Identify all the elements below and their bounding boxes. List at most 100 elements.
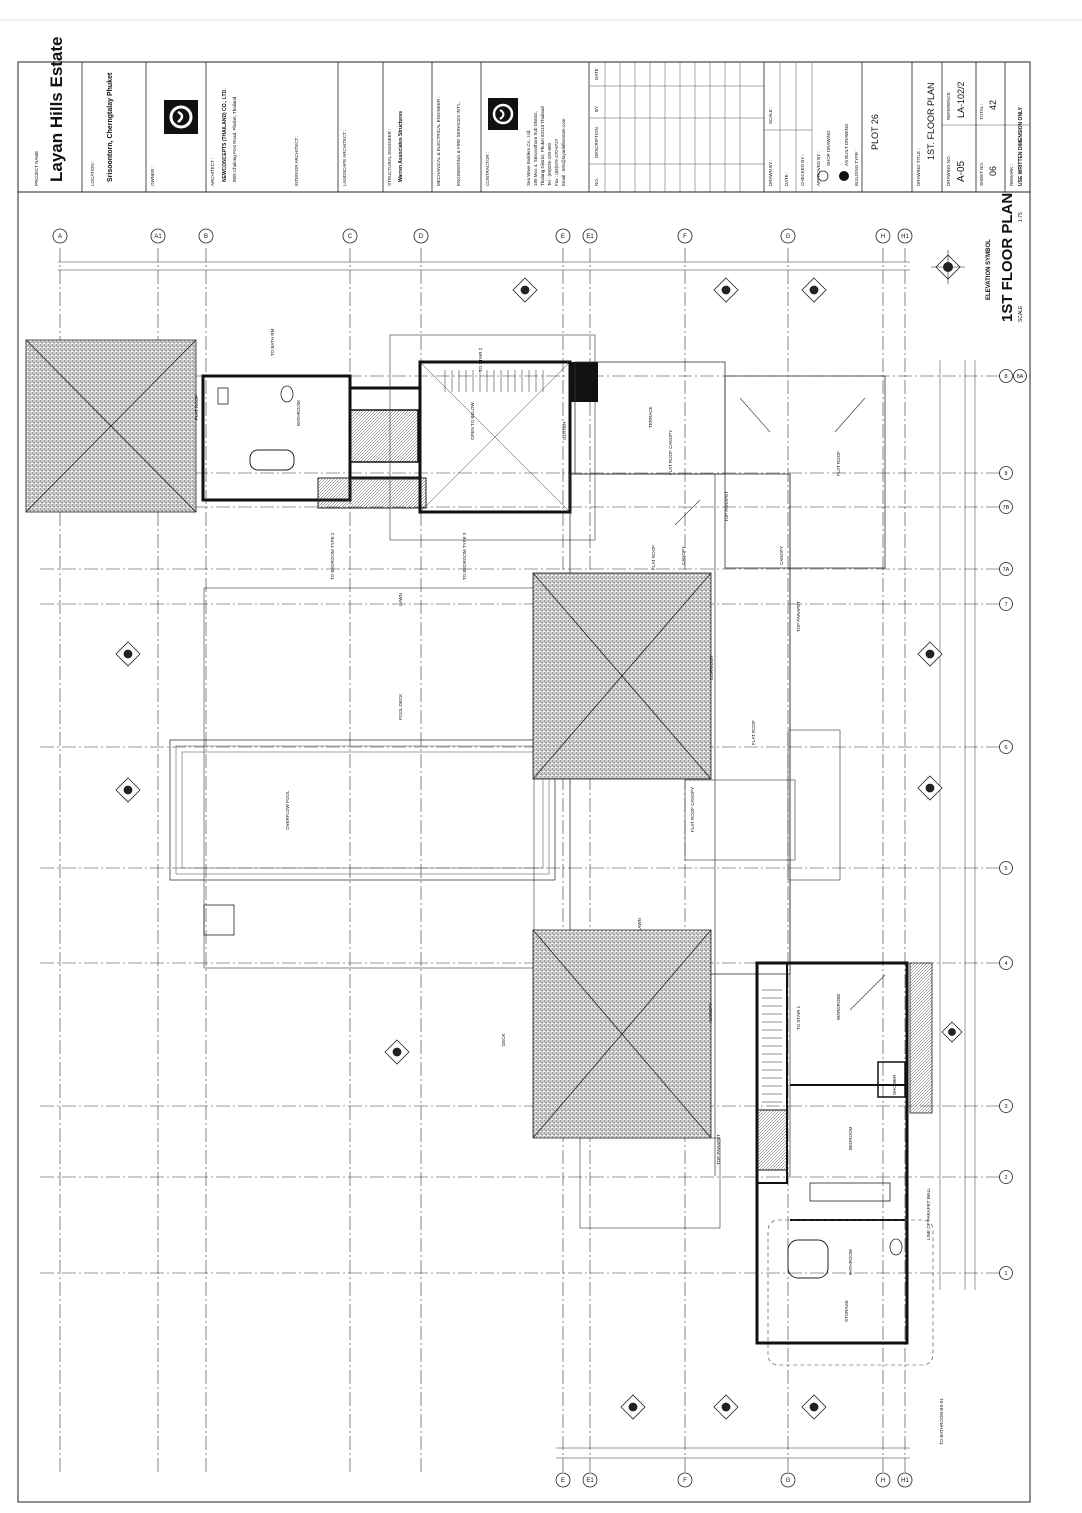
annotation-to-bedroom-type-3: TO BEDROOM TYPE 3	[462, 532, 467, 580]
elevation-symbol-legend	[931, 250, 965, 284]
architect-label: ARCHITECT :	[210, 158, 215, 186]
grid-bubble-B: B	[198, 228, 214, 244]
drawing-no: A-05	[956, 160, 967, 182]
svg-text:3: 3	[1004, 1104, 1007, 1110]
svg-text:8: 8	[1004, 374, 1007, 380]
interior-architect-label: INTERIOR ARCHITECT :	[294, 135, 299, 186]
bathtub-north	[249, 449, 295, 471]
grid-bubble-H1: H1	[897, 228, 913, 244]
svg-text:6: 6	[1004, 745, 1007, 751]
svg-text:7B: 7B	[1003, 505, 1010, 511]
grid-bubble-bottom-F: F	[677, 1472, 693, 1488]
dimension-lines	[58, 261, 976, 1459]
svg-text:7: 7	[1004, 602, 1007, 608]
sheet-no: 06	[988, 166, 998, 176]
scale-label: SCALE :	[768, 107, 773, 124]
room-label-overflow-pool: OVERFLOW POOL	[285, 790, 290, 830]
elevation-markers	[115, 277, 963, 1420]
grid-bubble-A: A	[52, 228, 68, 244]
section-marker-icon	[512, 277, 538, 303]
svg-text:2: 2	[1004, 1175, 1007, 1181]
reference-value: LA-102/2	[956, 81, 966, 118]
svg-text:A: A	[58, 234, 62, 240]
drawing-title-label: DRAWING TITLE :	[916, 148, 921, 186]
section-marker-icon	[801, 277, 827, 303]
grid-bubble-row-2: 2	[999, 1170, 1013, 1184]
grid-bubble-E1: E1	[582, 228, 598, 244]
grid-bubble-row-6: 6	[999, 740, 1013, 754]
as-built-label: AS BUILT DRAWING	[844, 123, 849, 166]
room-label-flat-roof-2: FLAT ROOF	[651, 545, 656, 570]
room-label-flat-roof-3: FLAT ROOF	[751, 720, 756, 745]
grid-bubble-row-1: 1	[999, 1266, 1013, 1280]
room-label-lawn-north: LAWN	[398, 593, 403, 606]
elevation-marker-icon	[115, 641, 141, 667]
drawing-title: 1ST. FLOOR PLAN	[926, 82, 936, 160]
grid-bubble-row-7: 7	[999, 597, 1013, 611]
svg-text:E: E	[561, 234, 565, 240]
grid-bubble-G: G	[780, 228, 796, 244]
drawn-by-label: DRAWN BY :	[768, 159, 773, 186]
svg-text:7A: 7A	[1003, 567, 1010, 573]
annotation-to-stair-1: TO STAIR 1	[796, 1005, 801, 1030]
owner-label: OWNER :	[150, 166, 155, 186]
annotation-to-bath-rm: TO BATH RM	[270, 328, 275, 356]
as-built-radio	[839, 171, 849, 181]
elevation-marker-icon	[115, 777, 141, 803]
revision-no-header: NO.	[594, 178, 599, 186]
grid-bubble-bottom-E1: E1	[582, 1472, 598, 1488]
grid-bubble-row-8A: 8A	[1013, 369, 1027, 383]
grid-bubble-A1: A1	[150, 228, 166, 244]
svg-text:G: G	[786, 1478, 791, 1484]
revision-date-header: DATE	[594, 68, 599, 80]
svg-text:H1: H1	[901, 1478, 909, 1484]
room-label-bathroom-south: BATHROOM	[848, 1249, 853, 1275]
open-to-below	[418, 360, 572, 514]
room-label-open-to-below: OPEN TO BELOW	[470, 402, 475, 440]
svg-text:8: 8	[1004, 471, 1007, 477]
grid-bubble-E: E	[555, 228, 571, 244]
revision-description-header: DESCRIPTION	[594, 127, 599, 158]
room-label-lawn-south: LAWN	[637, 918, 642, 931]
svg-text:A1: A1	[154, 234, 162, 240]
stair-landing-north	[570, 362, 598, 402]
section-marker-icon	[620, 1394, 646, 1420]
drawing-no-label: DRAWING NO.	[946, 155, 951, 186]
plan-scale: 1:75	[1018, 212, 1024, 222]
elevation-symbol-title: ELEVATION SYMBOL	[986, 239, 992, 300]
elevation-marker-icon	[917, 641, 943, 667]
grid-bubble-row-7B: 7B	[999, 500, 1013, 514]
svg-text:E1: E1	[586, 234, 594, 240]
engineering-fire-label: ENGINEERING & FIRE SERVICES INT'L.	[456, 102, 461, 186]
svg-text:C: C	[348, 234, 353, 240]
plan-scale-label: SCALE	[1018, 305, 1024, 322]
room-label-terrace: TERRACE	[648, 406, 653, 428]
plan-title: 1ST FLOOR PLAN	[999, 193, 1016, 322]
total-label: TOTAL :	[979, 104, 984, 120]
section-marker-icon	[941, 1021, 963, 1043]
annotation-canopy-2: CANOPY	[779, 546, 784, 565]
bathtub-south	[787, 1239, 829, 1279]
grid-bubble-F: F	[677, 228, 693, 244]
room-label-canopy: CANOPY	[708, 1003, 713, 1022]
grid-bubble-row-8b: 8	[999, 466, 1013, 480]
location-value: Srisoontorn, Cherngtalay Phuket	[107, 72, 114, 182]
svg-text:5: 5	[1004, 866, 1007, 872]
elevation-marker-icon	[384, 1039, 410, 1065]
structural-engineer-label: STRUCTURAL ENGINEER :	[387, 129, 392, 186]
floor-plan	[25, 334, 934, 1366]
grid-bubble-C: C	[342, 228, 358, 244]
checked-by-label: CHECKED BY :	[800, 154, 805, 186]
svg-text:E1: E1	[586, 1478, 594, 1484]
grid-bubble-row-4: 4	[999, 956, 1013, 970]
svg-text:E: E	[561, 1478, 565, 1484]
svg-text:H: H	[881, 234, 885, 240]
reference-label: REFERENCE	[946, 92, 951, 120]
annotation-to-stair-2: TO STAIR 2	[478, 347, 483, 372]
shop-drawing-label: SHOP DRAWING	[826, 130, 831, 166]
svg-text:8A: 8A	[1017, 374, 1024, 380]
contractor-name: Sea Wave Builders Co., Ltd.	[526, 130, 531, 186]
room-label-flat-roof-4: FLAT ROOF	[836, 451, 841, 476]
room-label-deck: DECK	[501, 1033, 506, 1046]
